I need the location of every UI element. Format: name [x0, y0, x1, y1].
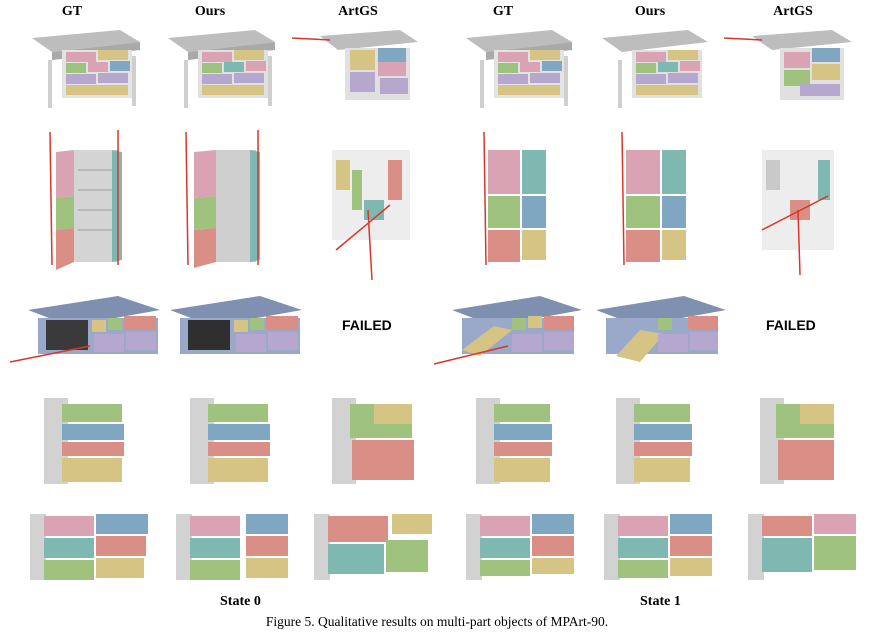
row5-gt-state0: [30, 514, 148, 580]
failed-label-state1: FAILED: [766, 317, 816, 333]
state-label-0: State 0: [220, 594, 261, 609]
row5-gt-state1: [466, 514, 574, 580]
row2-artgs-state1: [761, 150, 834, 276]
row2-ours-state0: [185, 130, 260, 268]
header-artgs-state1: ArtGS: [773, 4, 813, 19]
row2-ours-state1: [621, 131, 686, 266]
row1-ours-state0: [168, 30, 275, 108]
row3-ours-state0: [170, 296, 302, 354]
row4-artgs-state1: [760, 398, 834, 484]
row3-gt-state0: [9, 296, 160, 363]
row5-artgs-state0: [314, 514, 432, 580]
row3-ours-state1: [596, 296, 726, 362]
row2-gt-state1: [483, 131, 546, 266]
header-ours-state1: Ours: [634, 4, 666, 19]
row4-ours-state0: [190, 398, 270, 484]
row4-ours-state1: [616, 398, 692, 484]
failed-label-state0: FAILED: [342, 317, 392, 333]
row4-gt-state0: [44, 398, 124, 484]
row5-ours-state0: [176, 514, 288, 580]
row4-gt-state1: [476, 398, 552, 484]
row2-gt-state0: [49, 130, 122, 270]
figure-caption: Figure 5. Qualitative results on multi-p…: [265, 614, 609, 629]
header-gt-state0: GT: [61, 4, 83, 19]
state-label-1: State 1: [640, 594, 681, 609]
header-gt-state1: GT: [492, 4, 514, 19]
row5-artgs-state1: [748, 514, 856, 580]
header-ours-state0: Ours: [194, 4, 226, 19]
row1-artgs-state0: [291, 30, 418, 100]
row1-artgs-state1: [723, 30, 852, 100]
row1-ours-state1: [602, 30, 708, 108]
row4-artgs-state0: [332, 398, 414, 484]
row2-artgs-state0: [332, 150, 410, 281]
row1-gt-state0: [32, 30, 140, 108]
row3-gt-state1: [433, 296, 582, 365]
header-artgs-state0: ArtGS: [338, 4, 378, 19]
row5-ours-state1: [604, 514, 712, 580]
row1-gt-state1: [466, 30, 572, 108]
